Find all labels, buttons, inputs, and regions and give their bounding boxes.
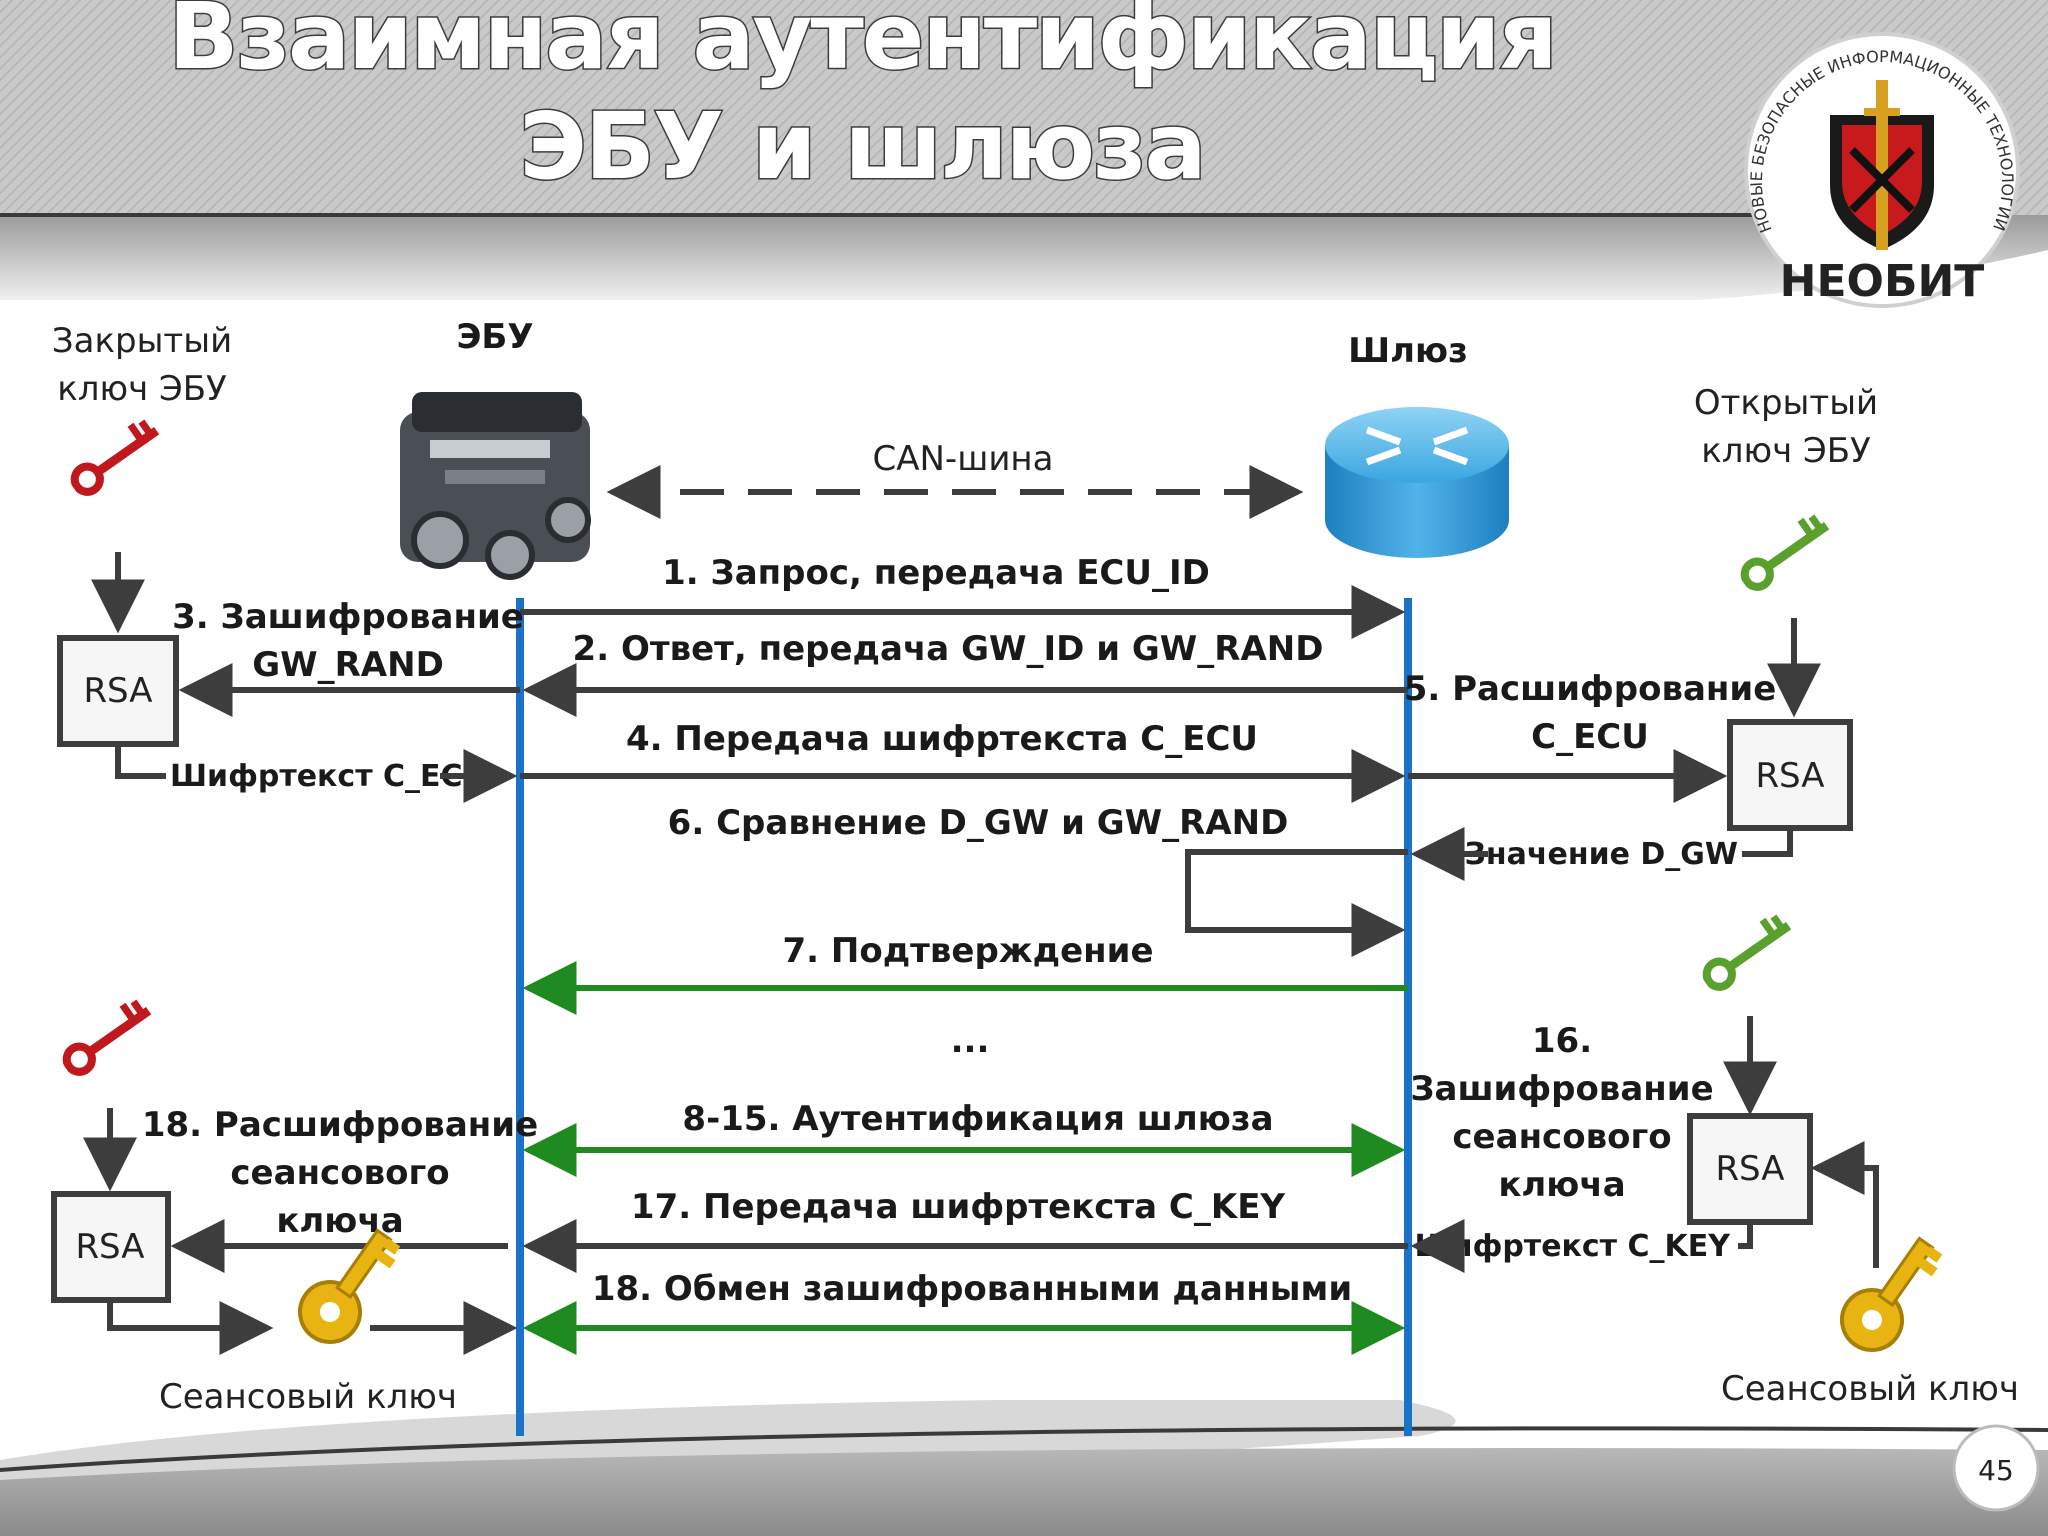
page-number: 45 <box>1978 1454 2014 1487</box>
step-18-decrypt-label-2: сеансового <box>230 1153 449 1193</box>
step-18-decrypt-label-1: 18. Расшифрование <box>142 1105 538 1145</box>
footer-band: 45 <box>0 1400 2048 1536</box>
step-6-label: 6. Сравнение D_GW и GW_RAND <box>668 803 1289 843</box>
ellipsis: ... <box>951 1021 990 1061</box>
rsa-box-gw-2: RSA <box>1687 1113 1813 1225</box>
step-17-label: 17. Передача шифртекста C_KEY <box>631 1187 1286 1227</box>
svg-text:RSA: RSA <box>75 1227 144 1267</box>
svg-text:RSA: RSA <box>1755 756 1824 796</box>
can-bus-label: CAN-шина <box>873 439 1054 479</box>
step-18-exchange-label: 18. Обмен зашифрованными данными <box>592 1269 1352 1309</box>
session-key-label-right: Сеансовый ключ <box>1721 1369 2019 1409</box>
rsa-box-ecu-1: RSA <box>57 635 179 747</box>
rsa-box-ecu-2: RSA <box>51 1191 171 1303</box>
step-6-arrow <box>1185 849 1408 957</box>
engine-icon <box>400 392 591 580</box>
step-5-label-2: C_ECU <box>1531 717 1649 757</box>
session-key-label-left: Сеансовый ключ <box>159 1377 457 1417</box>
value-dgw-label: Значение D_GW <box>1465 837 1738 872</box>
svg-text:RSA: RSA <box>1715 1149 1784 1189</box>
public-key-icon <box>1736 509 1834 591</box>
rsa-box-gw-1: RSA <box>1727 719 1853 831</box>
router-icon <box>1325 407 1509 558</box>
step-5-label-1: 5. Расшифрование <box>1404 669 1777 709</box>
svg-text:RSA: RSA <box>83 671 152 711</box>
step-8-15-label: 8-15. Аутентификация шлюза <box>682 1099 1273 1139</box>
step-16-label-2: Зашифрование <box>1410 1069 1713 1109</box>
ecu-title: ЭБУ <box>456 317 533 357</box>
step-4-label: 4. Передача шифртекста C_ECU <box>626 719 1258 759</box>
slide-title: Взаимная аутентификация ЭБУ и шлюза <box>167 0 1559 202</box>
private-key-label-2: ключ ЭБУ <box>57 369 227 409</box>
step-16-label-3: сеансового <box>1452 1117 1671 1157</box>
step-2-label: 2. Ответ, передача GW_ID и GW_RAND <box>573 629 1324 669</box>
step-1-label: 1. Запрос, передача ECU_ID <box>662 553 1210 593</box>
public-key-icon-2 <box>1698 909 1796 991</box>
private-key-icon-2 <box>58 994 156 1076</box>
gateway-title: Шлюз <box>1348 331 1468 371</box>
page-number-badge <box>1952 1424 2040 1512</box>
private-key-label-1: Закрытый <box>52 321 232 361</box>
session-key-icon-left <box>298 1228 401 1344</box>
step-16-label-1: 16. <box>1532 1021 1592 1061</box>
step-3-label-2: GW_RAND <box>252 645 444 685</box>
private-key-icon <box>66 414 164 496</box>
public-key-label-2: ключ ЭБУ <box>1701 431 1871 471</box>
title-line-2: ЭБУ и шлюза <box>519 93 1204 200</box>
header-band <box>0 0 2048 300</box>
session-key-icon-right <box>1840 1236 1943 1352</box>
step-3-label-1: 3. Зашифрование <box>172 597 524 637</box>
step-7-label: 7. Подтверждение <box>782 931 1153 971</box>
cipher-key-label: Шифртекст C_KEY <box>1414 1229 1731 1264</box>
public-key-label-1: Открытый <box>1694 383 1878 423</box>
neobit-logo: НОВЫЕ БЕЗОПАСНЫЕ ИНФОРМАЦИОННЫЕ ТЕХНОЛОГ… <box>1744 32 2020 308</box>
title-line-1: Взаимная аутентификация <box>168 0 1555 90</box>
cipher-ecu-label: Шифртекст C_ECU <box>170 759 487 794</box>
logo-brand: НЕОБИТ <box>1780 256 1985 307</box>
step-16-label-4: ключа <box>1498 1165 1625 1205</box>
